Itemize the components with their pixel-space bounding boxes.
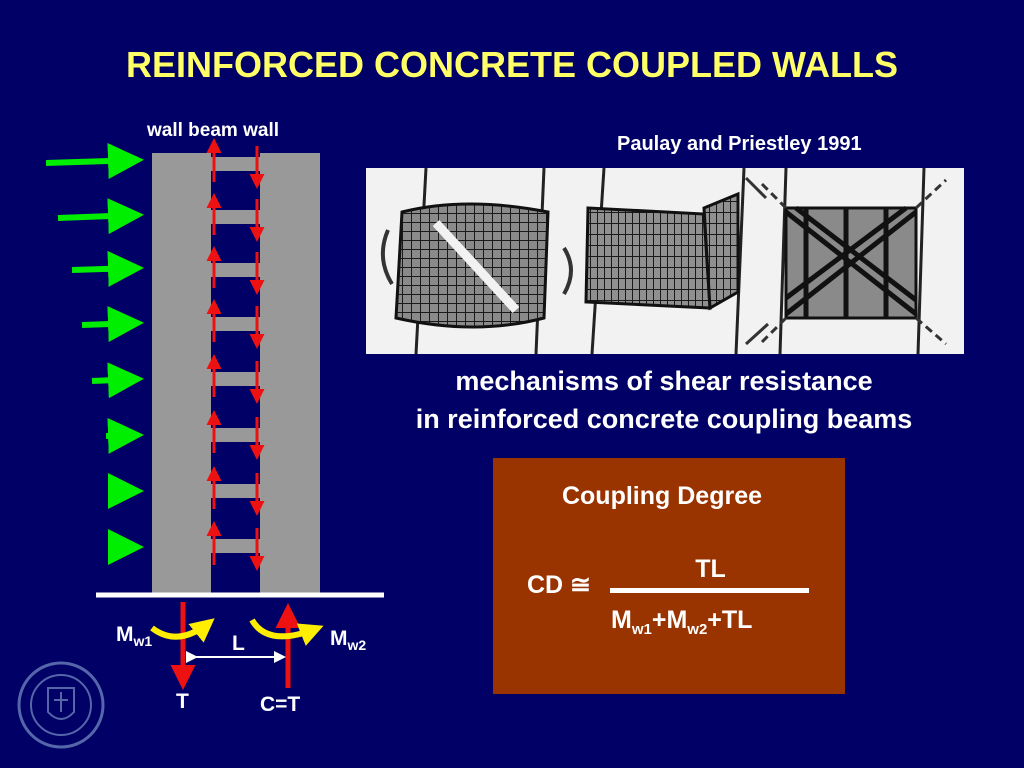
beam-shear-arrows — [206, 138, 265, 571]
university-seal-icon — [17, 661, 105, 749]
lateral-load-arrow — [105, 417, 144, 454]
coupling-degree-lhs: CD ≅ — [527, 571, 592, 599]
moment-w2-arrow — [249, 618, 324, 646]
lateral-load-arrows — [45, 142, 144, 565]
caption-line-1: mechanisms of shear resistance — [455, 366, 873, 396]
length-label: L — [232, 632, 245, 655]
caption-line-2: in reinforced concrete coupling beams — [415, 404, 913, 434]
coupling-beam — [211, 372, 260, 386]
lateral-load-arrow — [81, 306, 144, 343]
coupling-beam — [211, 263, 260, 277]
lateral-load-arrow — [57, 198, 144, 235]
coupling-beam — [211, 157, 260, 171]
diagonal-crack-sketch — [380, 168, 573, 354]
moment-w1-label: Mw1 — [116, 623, 153, 650]
coupling-beams — [211, 157, 260, 553]
fraction-bar — [610, 588, 809, 593]
coupling-beam-photo-panel — [366, 168, 964, 354]
coupling-beam — [211, 428, 260, 442]
coupling-beam — [211, 210, 260, 224]
coupling-beam — [211, 539, 260, 553]
wall-beam-wall-label: wall beam wall — [147, 120, 279, 141]
lateral-load-arrow — [91, 362, 144, 399]
coupling-degree-box: Coupling Degree CD ≅ TL Mw1+Mw2+TL — [493, 458, 845, 694]
slide-title: REINFORCED CONCRETE COUPLED WALLS — [125, 44, 898, 85]
right-wall — [260, 153, 320, 593]
compression-label: C=T — [260, 693, 301, 716]
coupling-degree-heading: Coupling Degree — [561, 482, 762, 510]
lateral-load-arrow — [71, 250, 144, 287]
coupled-walls-diagram — [45, 138, 384, 690]
left-wall — [152, 153, 211, 593]
moment-w2-label: Mw2 — [330, 627, 367, 654]
tension-label: T — [176, 690, 189, 713]
coupling-beam — [211, 317, 260, 331]
formula-denominator: Mw1+Mw2+TL — [611, 606, 753, 638]
shear-mechanism-sketches — [380, 168, 948, 354]
diagonal-reinforcement-sketch — [760, 168, 948, 354]
citation-label: Paulay and Priestley 1991 — [617, 133, 862, 155]
figure-caption: mechanisms of shear resistance in reinfo… — [340, 362, 988, 438]
sliding-shear-sketch — [584, 168, 770, 354]
lateral-load-arrow — [45, 142, 144, 179]
moment-w1-arrow — [150, 618, 215, 643]
formula-numerator: TL — [695, 555, 726, 583]
coupling-beam — [211, 484, 260, 498]
